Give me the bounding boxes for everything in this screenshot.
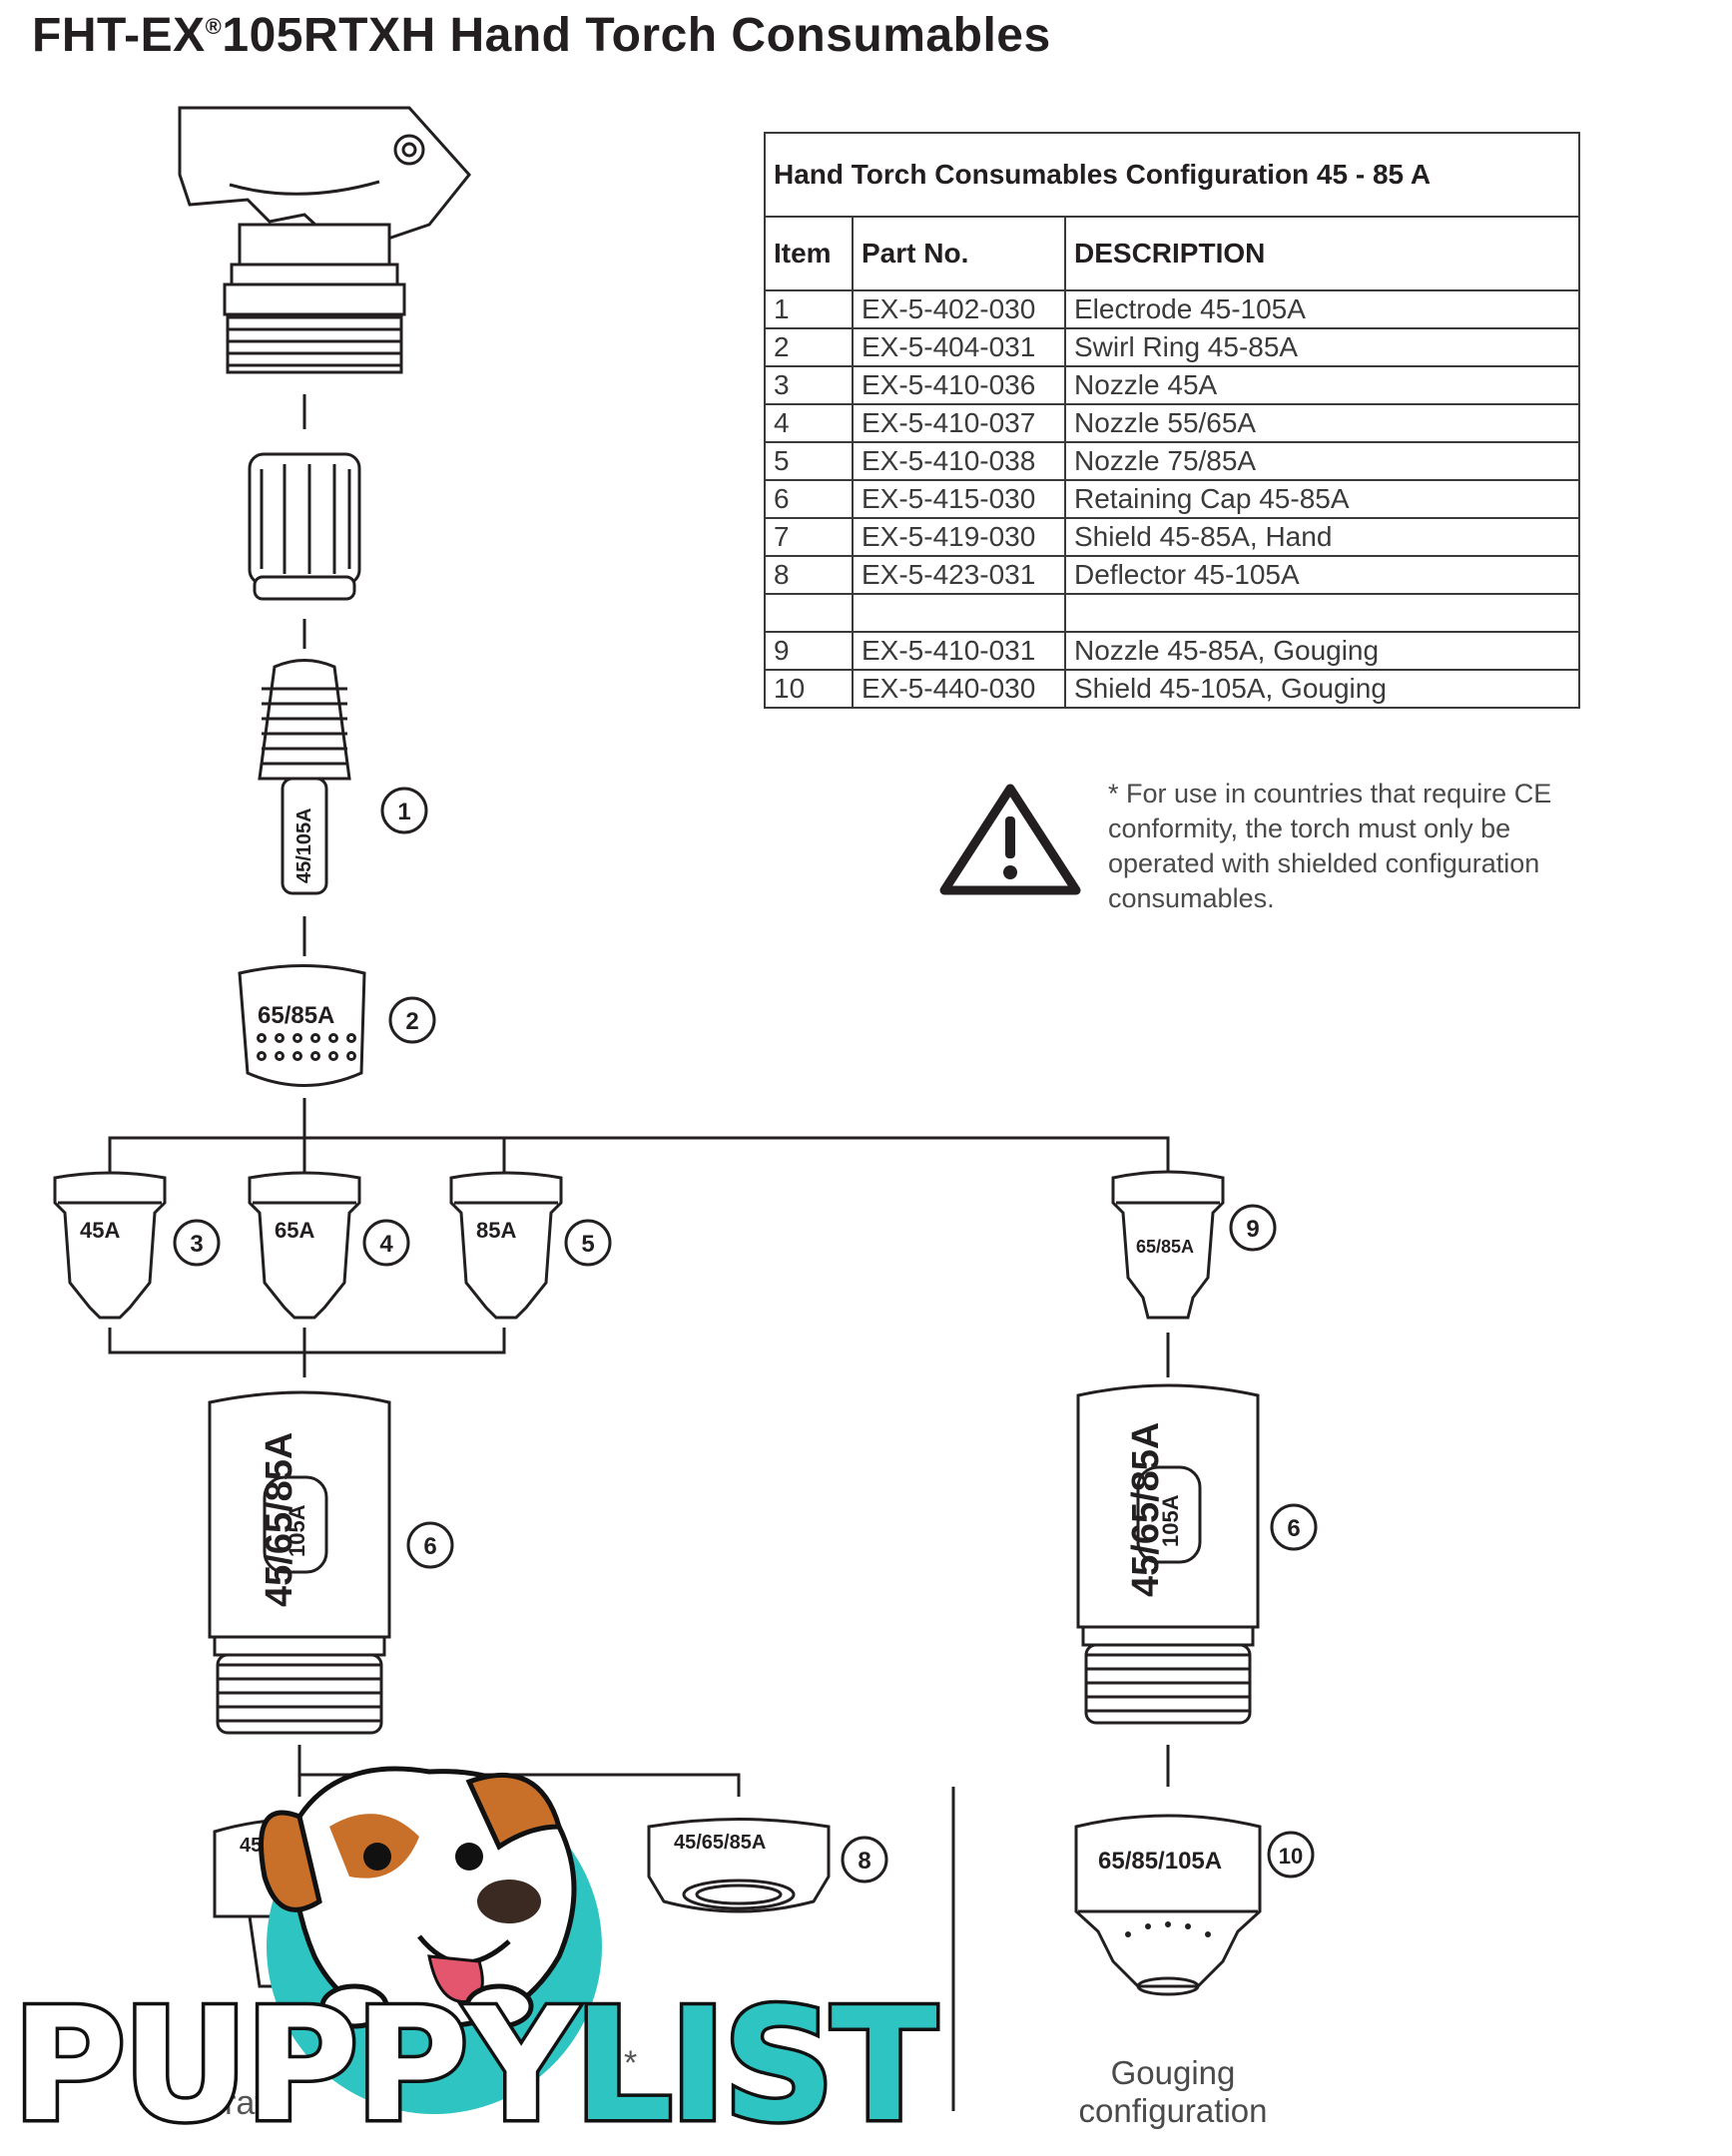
callout-8: 8 [858, 1848, 870, 1875]
deflector-part [647, 1818, 831, 1913]
gouge-nozzle-label: 65/85A [1136, 1237, 1194, 1257]
consumables-table: Hand Torch Consumables Configuration 45 … [764, 132, 1580, 709]
partial-ac: ac [779, 2084, 815, 2122]
nozzle-85a-part [449, 1171, 563, 1320]
callout-1: 1 [397, 799, 410, 825]
table-row-empty [764, 593, 1580, 633]
callout-10: 10 [1279, 1844, 1303, 1869]
electrode-part [258, 659, 351, 895]
torch-head [178, 106, 471, 374]
electrode-label: 45/105A [293, 808, 315, 883]
partial-star: * [624, 2044, 637, 2082]
retaining-cap-left [208, 1390, 391, 1735]
nozzle-65a-part [248, 1171, 361, 1320]
partial-rat: rat [225, 2084, 265, 2122]
partial-e: e [794, 2048, 813, 2086]
cap-label-right: 45/65/85A [1125, 1422, 1167, 1597]
header-description: DESCRIPTION [1064, 216, 1580, 291]
gouge-shield-label: 65/85/105A [1098, 1848, 1222, 1875]
callout-2: 2 [405, 1008, 418, 1035]
gouging-configuration-label: Gouging configuration [1078, 2054, 1268, 2129]
swirl-label: 65/85A [258, 1002, 334, 1029]
nozzle45-label: 45A [80, 1218, 120, 1243]
cap-badge-right: 105A [1158, 1494, 1183, 1547]
page-title: FHT-EX®105RTXH Hand Torch Consumables [32, 9, 1051, 62]
puppylist-logo [259, 1766, 602, 2114]
table-caption: Hand Torch Consumables Configuration 45 … [764, 132, 1580, 218]
callout-6-left: 6 [423, 1533, 436, 1560]
callout-9: 9 [1246, 1216, 1259, 1243]
callout-5: 5 [581, 1231, 594, 1258]
cap-badge-left: 105A [285, 1504, 309, 1557]
header-item: Item [764, 216, 854, 291]
callout-3: 3 [190, 1231, 203, 1258]
puppylist-wordmark: PUPPYLIST [9, 1971, 941, 2156]
swirl-ring-part [238, 964, 366, 1087]
gouging-shield-part [1074, 1814, 1262, 1996]
gouging-nozzle-part [1111, 1170, 1225, 1320]
retaining-cap-right [1076, 1383, 1260, 1725]
nozzle-45a-part [53, 1171, 167, 1320]
warning-icon [939, 784, 1081, 895]
cap-label-left: 45/65/85A [259, 1432, 300, 1607]
callout-4: 4 [379, 1231, 393, 1258]
ce-warning-note: * For use in countries that require CE c… [1108, 779, 1552, 913]
deflector-label: 45/65/85A [674, 1832, 766, 1854]
nozzle85-label: 85A [476, 1218, 516, 1243]
callout-6-right: 6 [1287, 1515, 1300, 1542]
header-part-no: Part No. [852, 216, 1066, 291]
nozzle65-label: 65A [275, 1218, 314, 1243]
insulator-part [248, 452, 361, 601]
